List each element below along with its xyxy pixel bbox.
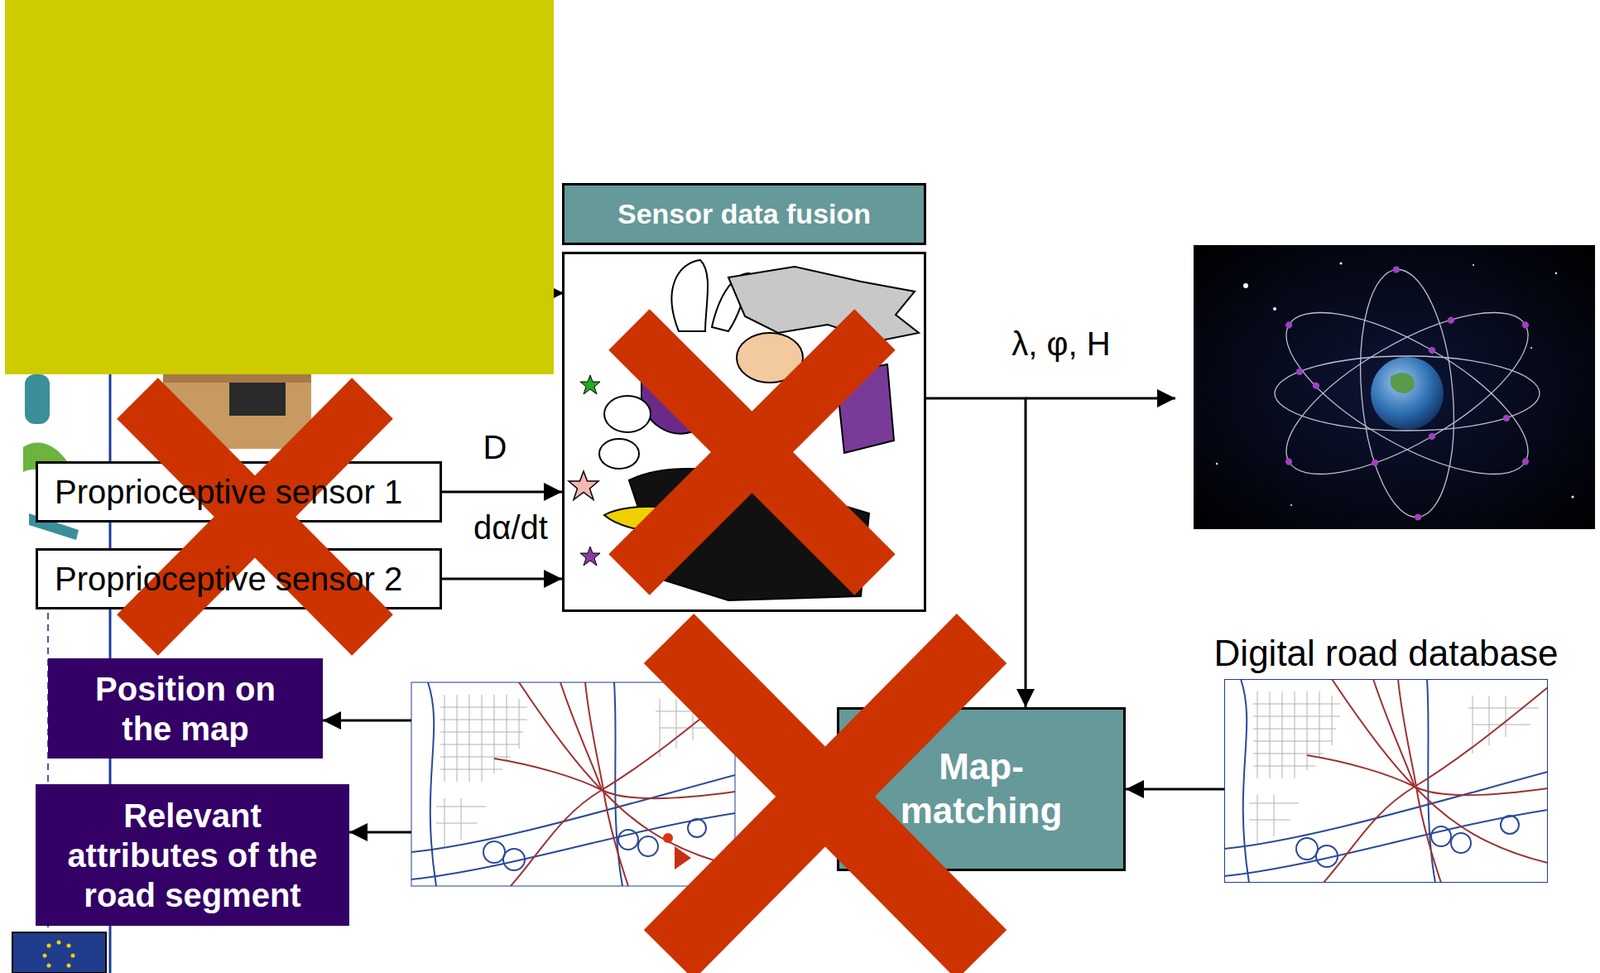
wizard-glove bbox=[604, 395, 651, 433]
orbits bbox=[1263, 265, 1551, 521]
satellite-picture bbox=[1193, 245, 1596, 529]
star bbox=[580, 546, 601, 566]
earth bbox=[1370, 356, 1444, 430]
wizard-part bbox=[672, 259, 709, 332]
arrow-line bbox=[322, 719, 412, 722]
device-label bbox=[229, 382, 286, 416]
continent bbox=[1390, 372, 1415, 394]
fusion-block: Sensor data fusion bbox=[562, 182, 927, 612]
star bbox=[580, 374, 601, 394]
connector-arrow bbox=[1125, 787, 1225, 791]
satellites bbox=[1263, 265, 1556, 524]
node-heading: Digital road database bbox=[1125, 632, 1600, 675]
road-map bbox=[411, 682, 736, 886]
signal-label: λ, φ, H bbox=[1011, 325, 1110, 363]
cross-stroke bbox=[137, 398, 373, 635]
process-box: Map-matching bbox=[836, 706, 1126, 871]
road-database-map: Digital road database bbox=[1224, 678, 1548, 883]
wizard-glove bbox=[599, 438, 640, 469]
node-label: Proprioceptive sensor 1 bbox=[54, 471, 423, 512]
logo-shape bbox=[24, 374, 50, 424]
heading-holder: Digital road database bbox=[1125, 632, 1600, 675]
node-label: Sensor data fusion bbox=[572, 196, 916, 231]
device-edge bbox=[163, 374, 312, 383]
position-marker bbox=[674, 845, 692, 870]
wizard-shoe bbox=[604, 506, 722, 533]
sensor-box: Proprioceptive sensor 1 bbox=[35, 461, 443, 523]
signal-label: dα/dt bbox=[473, 509, 548, 547]
flag-badge bbox=[12, 932, 106, 973]
wizard-clipart bbox=[568, 259, 919, 601]
node-label: Proprioceptive sensor 2 bbox=[54, 558, 423, 599]
node-label: Map-matching bbox=[869, 744, 1094, 833]
red-crosses bbox=[137, 329, 982, 955]
cross-stroke bbox=[668, 638, 982, 955]
position-dot bbox=[663, 832, 673, 843]
output-box: Relevant attributes of the road segment bbox=[35, 783, 350, 926]
wizard-hair bbox=[728, 266, 919, 342]
cross-stroke bbox=[629, 329, 875, 575]
flag-stars bbox=[43, 940, 76, 968]
sensor-box: Proprioceptive sensor 2 bbox=[35, 547, 443, 610]
connector-arrow bbox=[442, 577, 563, 581]
title-band: Sensor data fusion bbox=[562, 182, 927, 246]
signal-label: D bbox=[483, 428, 508, 467]
device-photo bbox=[163, 374, 312, 449]
cross-stroke bbox=[668, 638, 982, 955]
road-map bbox=[1224, 678, 1548, 883]
wizard-face bbox=[736, 332, 803, 383]
output-box: Position on the map bbox=[48, 658, 323, 759]
cover-rectangle bbox=[4, 0, 554, 375]
connector-arrow bbox=[442, 490, 563, 494]
stars bbox=[1215, 262, 1575, 507]
cross-stroke bbox=[137, 398, 373, 635]
picture-frame bbox=[562, 251, 927, 612]
connector-arrow bbox=[926, 398, 1026, 707]
node-label: Relevant attributes of the road segment bbox=[65, 795, 320, 915]
star bbox=[568, 470, 599, 500]
device-body bbox=[163, 374, 312, 449]
node-label: Position on the map bbox=[77, 668, 294, 749]
cross-stroke bbox=[629, 329, 875, 575]
arrow-line bbox=[1025, 397, 1176, 400]
map-frame bbox=[411, 682, 736, 886]
wizard-body bbox=[629, 468, 870, 601]
flag bbox=[12, 932, 106, 973]
arrow-line bbox=[349, 831, 412, 834]
space-ground bbox=[1193, 245, 1596, 529]
wizard-robe bbox=[836, 364, 894, 453]
